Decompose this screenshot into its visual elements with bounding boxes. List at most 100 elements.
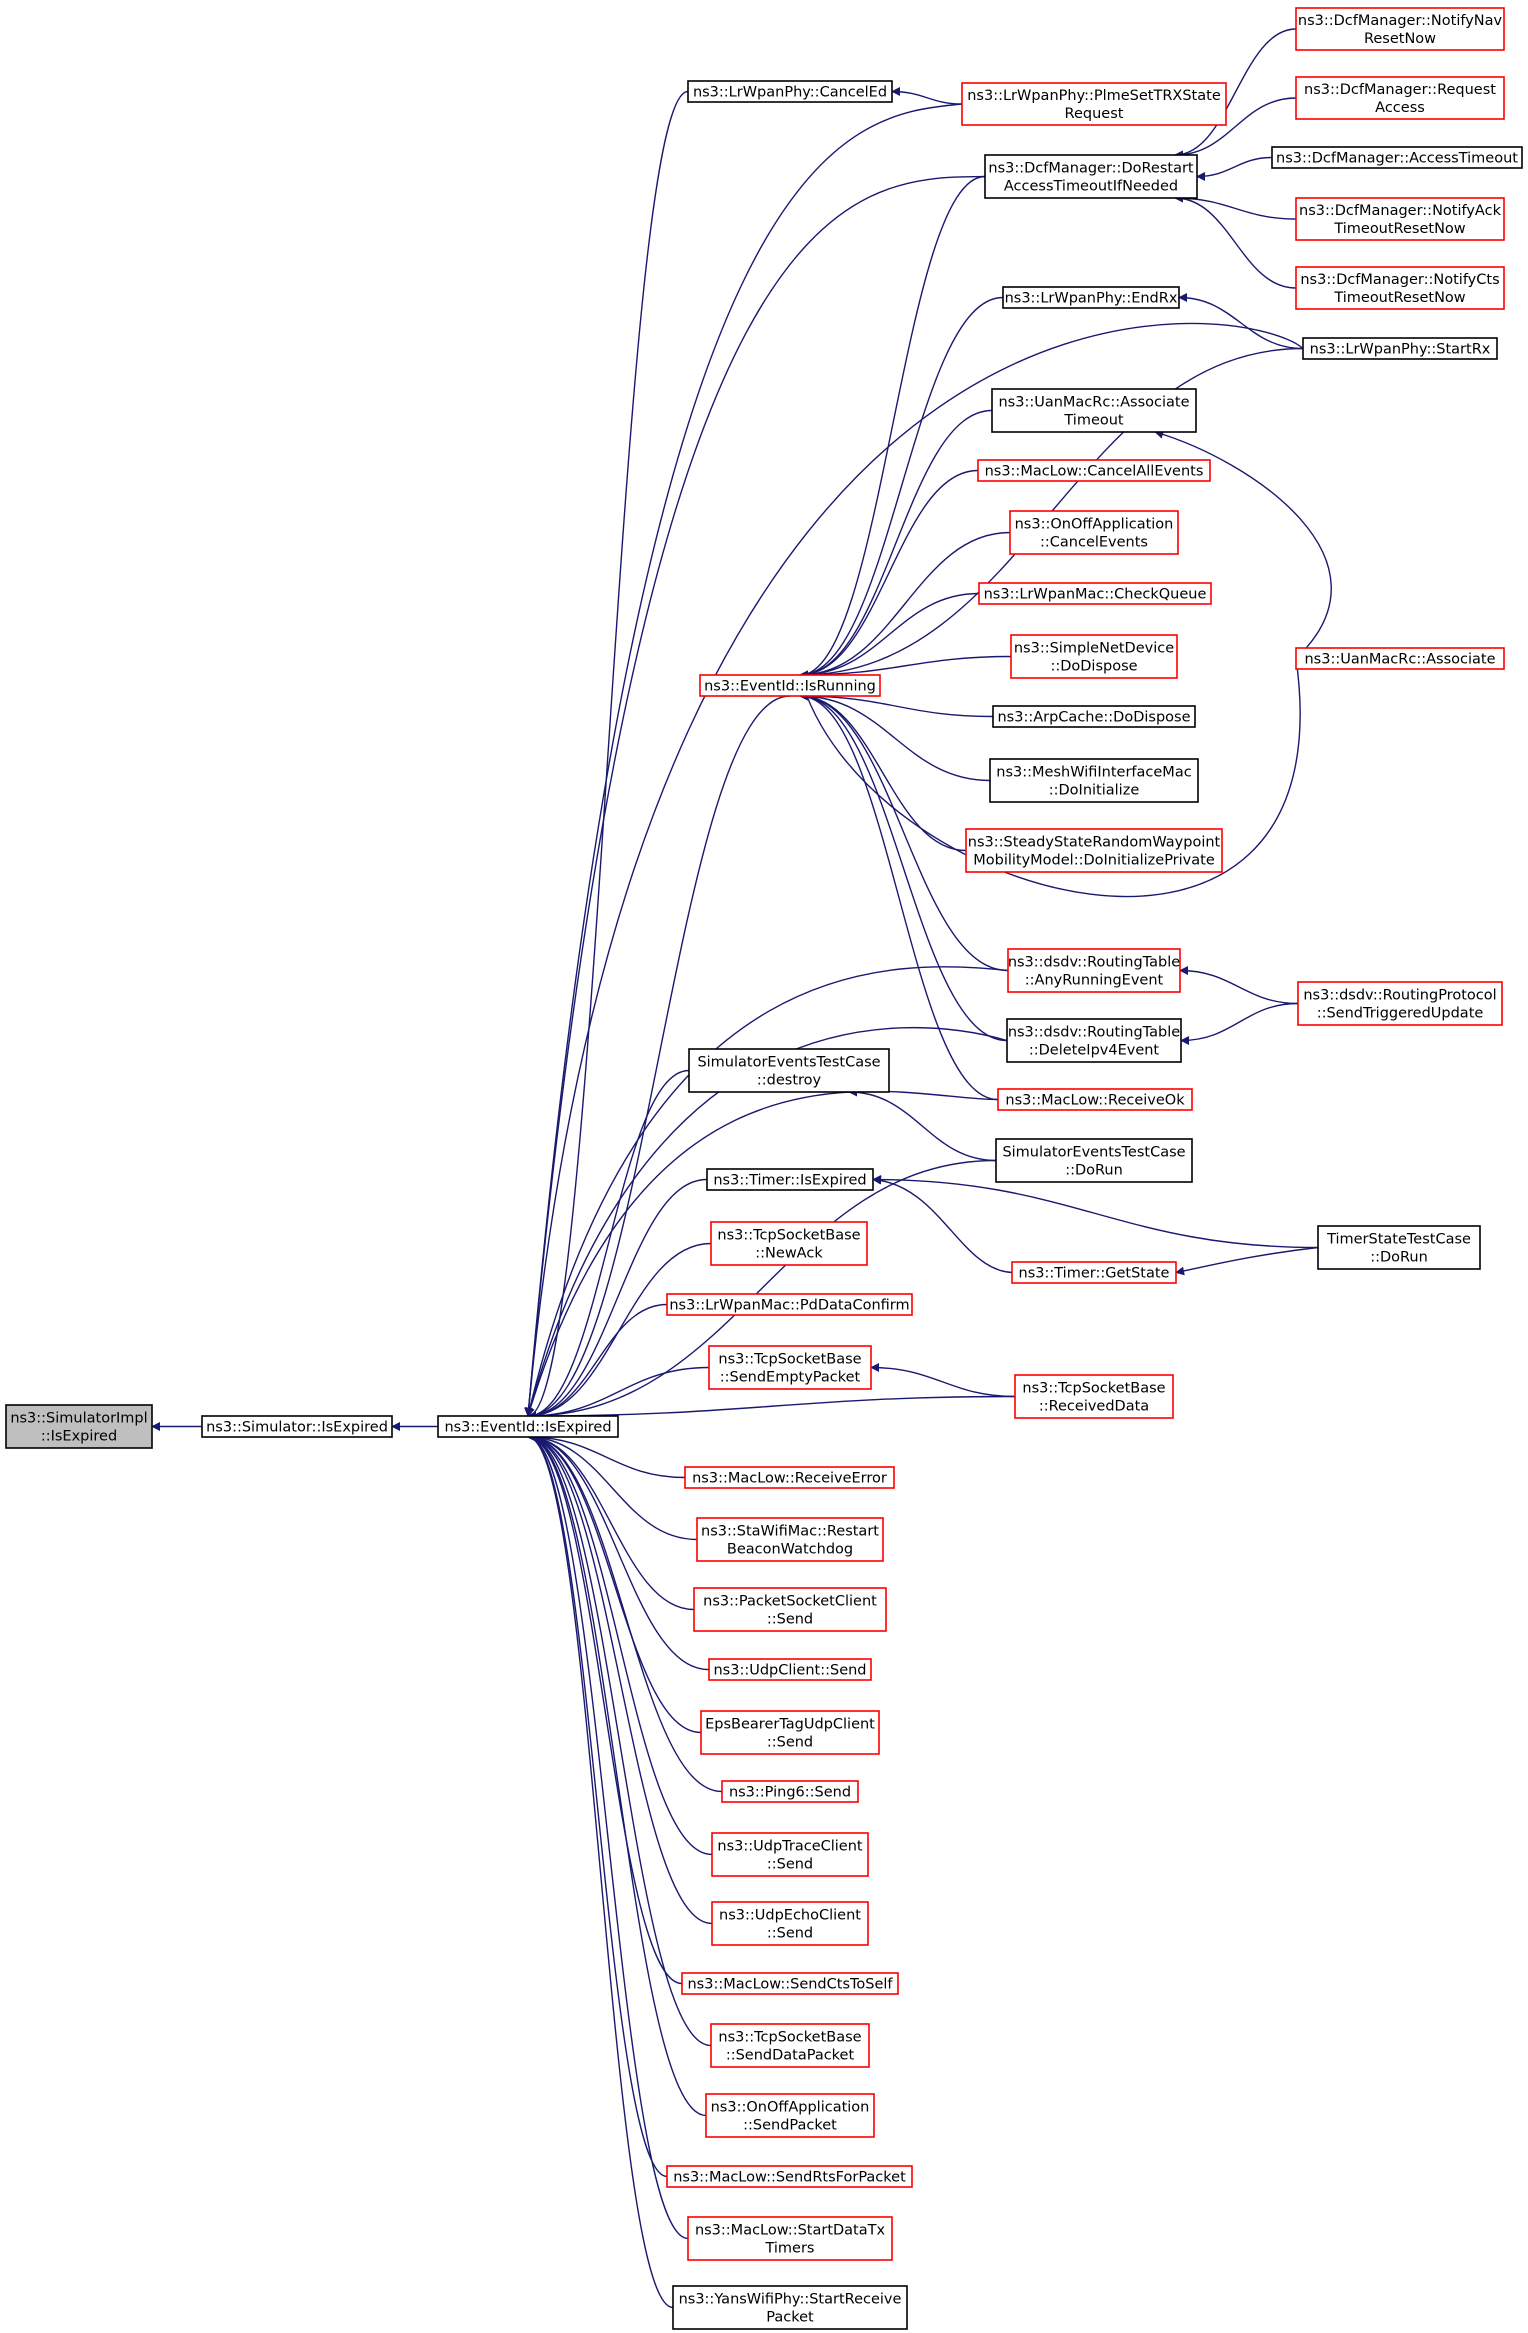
node-box	[961, 82, 1227, 126]
node-label-line: ns3::LrWpanPhy::EndRx	[1005, 291, 1178, 307]
node-label-line: ::ReceivedData	[1039, 1399, 1149, 1415]
node-dcf-notifyack[interactable]: ns3::DcfManager::NotifyAckTimeoutResetNo…	[1295, 197, 1505, 241]
node-tcp-receiveddata[interactable]: ns3::TcpSocketBase::ReceivedData	[1014, 1374, 1174, 1419]
node-label-line: Request	[1065, 106, 1124, 122]
node-tcp-newack[interactable]: ns3::TcpSocketBase::NewAck	[710, 1221, 868, 1266]
node-dsdv-anyrunning[interactable]: ns3::dsdv::RoutingTable::AnyRunningEvent	[1007, 948, 1181, 993]
node-label-line: ns3::TcpSocketBase	[718, 2030, 861, 2046]
node-label-line: ns3::UdpTraceClient	[717, 1839, 863, 1855]
node-box	[995, 1138, 1193, 1183]
node-dsdv-sendtriggered[interactable]: ns3::dsdv::RoutingProtocol::SendTriggere…	[1297, 981, 1503, 1026]
node-label-line: ns3::Simulator::IsExpired	[206, 1420, 388, 1436]
edge-lrwpanmac_checkqueue-to-eventid_isrunning	[799, 592, 980, 680]
edge-maclow_startdatatx-to-eventid_isexpired	[527, 1432, 689, 2240]
node-maclow-sendrts[interactable]: ns3::MacLow::SendRtsForPacket	[666, 2165, 913, 2188]
node-maclow-sendcts[interactable]: ns3::MacLow::SendCtsToSelf	[681, 1972, 899, 1995]
edge-dcf_request-to-dcf_dorestart	[1174, 97, 1297, 160]
edge-timer_getstate-to-timer_isexpired	[872, 1175, 1013, 1274]
node-timer-getstate[interactable]: ns3::Timer::GetState	[1011, 1261, 1177, 1284]
node-label-line: ResetNow	[1364, 31, 1436, 47]
node-dcf-notifycts[interactable]: ns3::DcfManager::NotifyCtsTimeoutResetNo…	[1295, 266, 1505, 310]
node-label-line: MobilityModel::DoInitializePrivate	[973, 853, 1215, 869]
node-box	[991, 388, 1197, 433]
node-lrwpanmac-pddata[interactable]: ns3::LrWpanMac::PdDataConfirm	[666, 1293, 913, 1316]
node-label-line: ns3::TcpSocketBase	[717, 1228, 860, 1244]
node-box	[666, 1293, 913, 1316]
edge-timerstate_dorun-to-timer_isexpired	[872, 1175, 1319, 1249]
node-label-line: ns3::Timer::IsExpired	[713, 1173, 866, 1189]
node-label-line: ns3::OnOffApplication	[1015, 517, 1174, 533]
node-timerstate-dorun[interactable]: TimerStateTestCase::DoRun	[1317, 1225, 1481, 1270]
node-box	[977, 459, 1211, 482]
node-label-line: ns3::MeshWifiInterfaceMac	[996, 765, 1191, 781]
node-packetsocket-send[interactable]: ns3::PacketSocketClient::Send	[693, 1587, 887, 1632]
node-label-line: ::NewAck	[755, 1246, 823, 1262]
node-dcf-accesstimeout[interactable]: ns3::DcfManager::AccessTimeout	[1271, 146, 1523, 169]
node-lrwpanmac-checkqueue[interactable]: ns3::LrWpanMac::CheckQueue	[978, 582, 1212, 605]
node-udptrace-send[interactable]: ns3::UdpTraceClient::Send	[711, 1832, 869, 1877]
node-dcf-dorestart[interactable]: ns3::DcfManager::DoRestartAccessTimeoutI…	[984, 154, 1198, 199]
node-lrwpan-endrx[interactable]: ns3::LrWpanPhy::EndRx	[1002, 286, 1180, 309]
node-box	[1011, 1261, 1177, 1284]
node-box	[1002, 286, 1180, 309]
edge-meshwifi_init-to-eventid_isrunning	[799, 691, 991, 782]
node-label-line: ::SendTriggeredUpdate	[1317, 1006, 1484, 1022]
edge-lrwpan_endrx-to-eventid_isrunning	[799, 296, 1004, 680]
node-ping6-send[interactable]: ns3::Ping6::Send	[721, 1780, 859, 1803]
node-box	[711, 1901, 869, 1946]
node-arpcache-dispose[interactable]: ns3::ArpCache::DoDispose	[992, 705, 1196, 728]
node-maclow-receiveerror[interactable]: ns3::MacLow::ReceiveError	[684, 1466, 895, 1489]
node-sim-isexpired[interactable]: ns3::Simulator::IsExpired	[201, 1415, 393, 1438]
edge-maclow_cancelall-to-eventid_isrunning	[799, 469, 979, 680]
node-eventid-isexpired[interactable]: ns3::EventId::IsExpired	[437, 1415, 619, 1438]
edge-stawifi_restart-to-eventid_isexpired	[527, 1432, 698, 1541]
node-onoff-cancel[interactable]: ns3::OnOffApplication::CancelEvents	[1009, 510, 1179, 555]
node-simtest-dorun[interactable]: SimulatorEventsTestCase::DoRun	[995, 1138, 1193, 1183]
node-box	[992, 705, 1196, 728]
edge-dcf_dorestart-to-eventid_isrunning	[799, 175, 986, 680]
edge-dsdv_sendtriggered-to-dsdv_deleteipv4	[1180, 1002, 1299, 1045]
edge-dcf_notifynav-to-dcf_dorestart	[1174, 28, 1297, 160]
node-tcp-senddata[interactable]: ns3::TcpSocketBase::SendDataPacket	[710, 2023, 870, 2068]
node-uan-associate[interactable]: ns3::UanMacRc::Associate	[1295, 647, 1505, 670]
node-label-line: ns3::Ping6::Send	[729, 1785, 851, 1801]
node-steadystate[interactable]: ns3::SteadyStateRandomWaypointMobilityMo…	[965, 828, 1223, 873]
node-onoff-sendpacket[interactable]: ns3::OnOffApplication::SendPacket	[705, 2093, 875, 2138]
node-box	[688, 1048, 890, 1093]
node-label-line: ns3::LrWpanPhy::CancelEd	[693, 85, 887, 101]
node-box	[5, 1404, 153, 1449]
node-timer-isexpired[interactable]: ns3::Timer::IsExpired	[706, 1168, 874, 1191]
node-epsbearer-send[interactable]: EpsBearerTagUdpClient::Send	[700, 1710, 880, 1755]
node-box	[1014, 1374, 1174, 1419]
node-lrwpan-canceled[interactable]: ns3::LrWpanPhy::CancelEd	[687, 80, 893, 103]
node-tcp-sendempty[interactable]: ns3::TcpSocketBase::SendEmptyPacket	[708, 1345, 872, 1390]
node-maclow-cancelall[interactable]: ns3::MacLow::CancelAllEvents	[977, 459, 1211, 482]
node-dsdv-deleteipv4[interactable]: ns3::dsdv::RoutingTable::DeleteIpv4Event	[1006, 1018, 1182, 1063]
node-label-line: ::Send	[767, 1735, 813, 1751]
node-box	[201, 1415, 393, 1438]
node-udpclient-send[interactable]: ns3::UdpClient::Send	[708, 1658, 872, 1681]
edge-ping6_send-to-eventid_isexpired	[527, 1432, 723, 1793]
node-label-line: Timers	[764, 2241, 814, 2257]
node-box	[997, 1088, 1193, 1111]
node-simtest-destroy[interactable]: SimulatorEventsTestCase::destroy	[688, 1048, 890, 1093]
edge-maclow_receiveok-to-eventid_isrunning	[799, 691, 999, 1101]
node-meshwifi-init[interactable]: ns3::MeshWifiInterfaceMac::DoInitialize	[989, 758, 1199, 803]
node-label-line: ns3::dsdv::RoutingProtocol	[1303, 988, 1496, 1004]
edge-dcf_dorestart-to-eventid_isexpired	[524, 175, 986, 1417]
node-label-line: ns3::LrWpanPhy::PlmeSetTRXState	[967, 88, 1221, 104]
node-maclow-receiveok[interactable]: ns3::MacLow::ReceiveOk	[997, 1088, 1193, 1111]
node-udpecho-send[interactable]: ns3::UdpEchoClient::Send	[711, 1901, 869, 1946]
node-simplenet-dispose[interactable]: ns3::SimpleNetDevice::DoDispose	[1010, 634, 1178, 679]
node-label-line: ns3::OnOffApplication	[711, 2100, 870, 2116]
node-lrwpan-startrx[interactable]: ns3::LrWpanPhy::StartRx	[1302, 337, 1498, 360]
edge-maclow_receiveerror-to-eventid_isexpired	[527, 1432, 686, 1479]
node-eventid-isrunning[interactable]: ns3::EventId::IsRunning	[699, 674, 881, 697]
